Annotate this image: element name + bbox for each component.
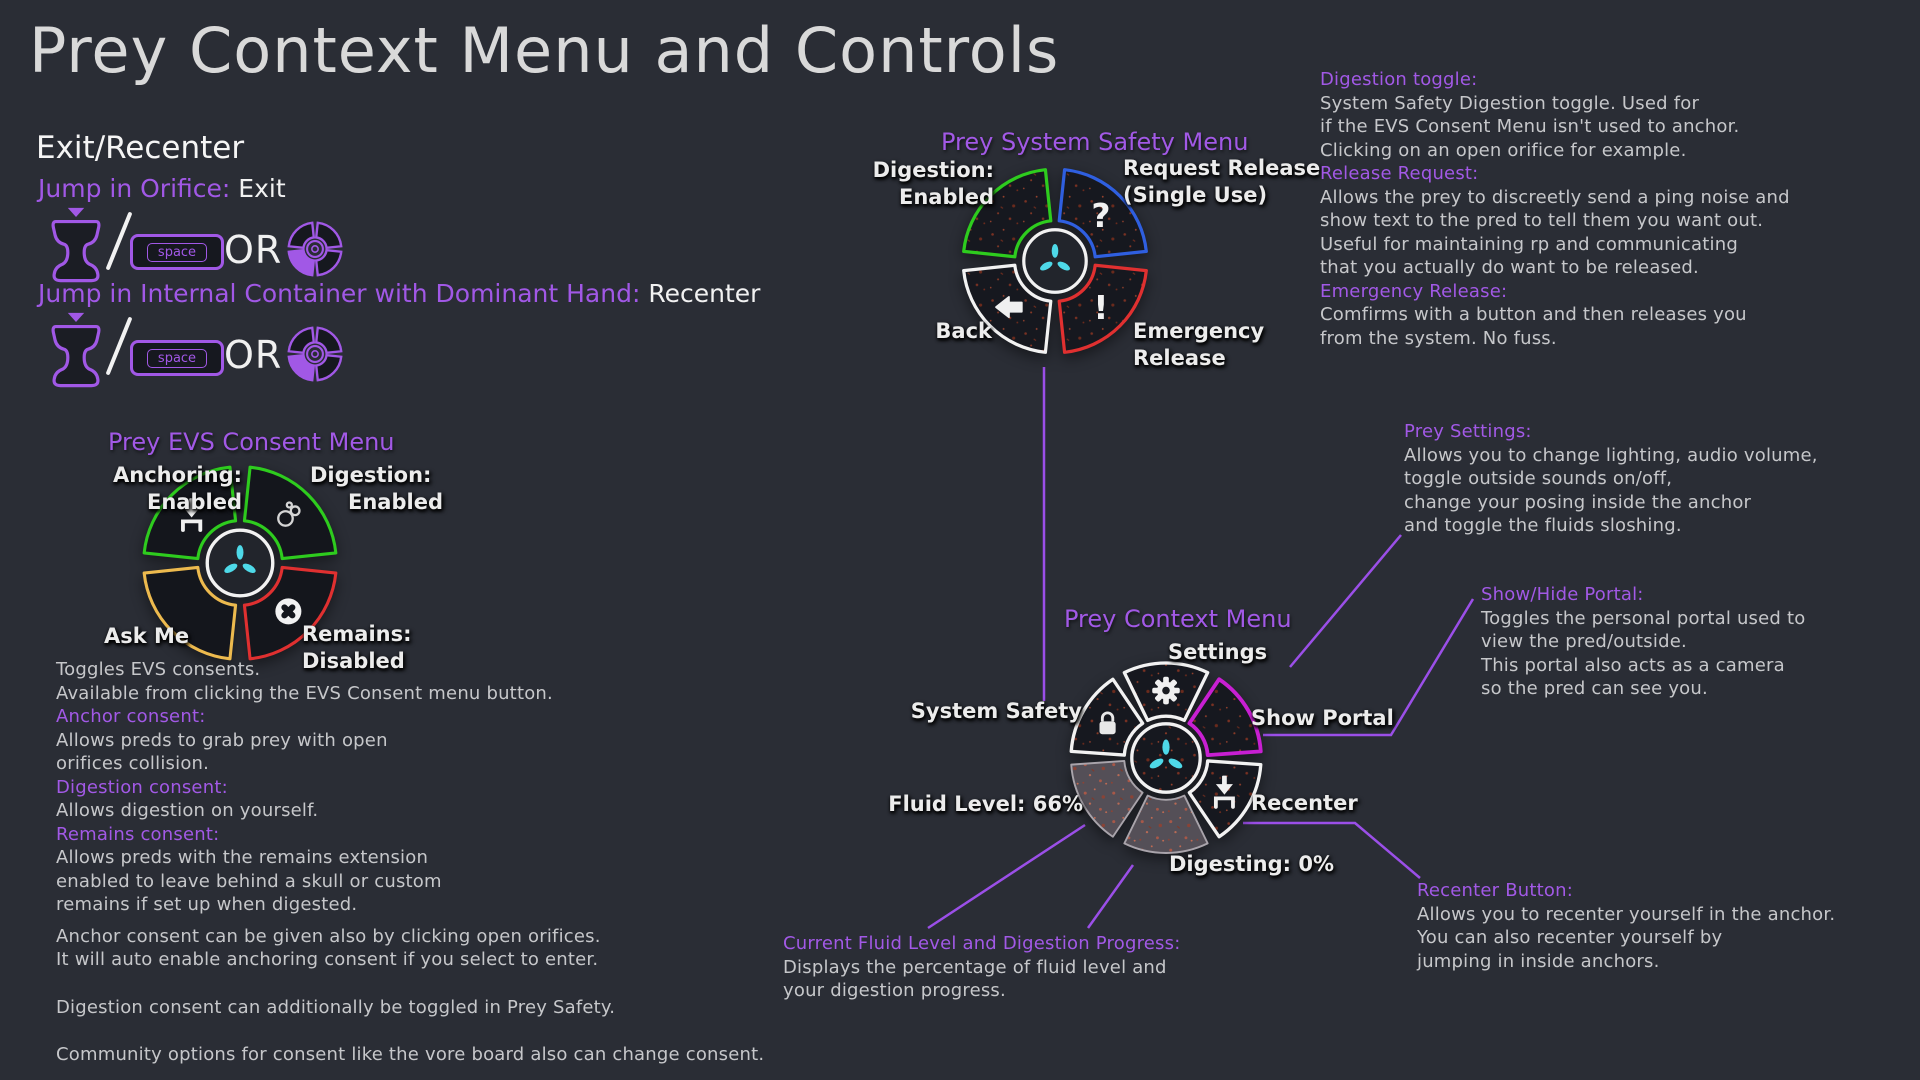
evs-menu-title: Prey EVS Consent Menu	[108, 428, 395, 456]
radial-menu-icon	[287, 326, 343, 382]
lock-icon	[1099, 711, 1116, 735]
recenter-icon	[1213, 775, 1235, 809]
context-segment-fluid[interactable]	[1070, 759, 1144, 838]
slash-divider	[105, 316, 133, 376]
triskelion-core-icon	[1149, 739, 1183, 769]
bubbles-icon	[277, 501, 301, 527]
evs-segment-ask[interactable]	[142, 565, 238, 661]
jump-orifice-label: Jump in Orifice:	[38, 174, 231, 203]
page-title: Prey Context Menu and Controls	[29, 14, 1060, 87]
context-segment-system-safety[interactable]	[1069, 677, 1145, 757]
prey-context-menu	[1069, 661, 1263, 854]
space-key: space	[130, 234, 224, 270]
context-show-portal-label: Show Portal	[1251, 706, 1394, 730]
exit-recenter-heading: Exit/Recenter	[36, 130, 245, 166]
evs-remains-label: Remains: Disabled	[302, 622, 412, 673]
safety-menu-title: Prey System Safety Menu	[941, 128, 1249, 156]
space-key: space	[130, 340, 224, 376]
space-key-label: space	[146, 348, 208, 368]
jump-input-icon	[51, 312, 101, 388]
jump-orifice-line: Jump in Orifice: Exit	[38, 174, 286, 203]
gear-icon	[1152, 676, 1180, 705]
context-system-safety-label: System Safety	[910, 699, 1082, 723]
x-circle-icon	[275, 598, 302, 625]
connector-settings	[1289, 534, 1402, 668]
evs-digestion-label: Digestion: Enabled	[310, 463, 443, 514]
space-key-label: space	[146, 242, 208, 262]
safety-menu-center	[1022, 228, 1088, 294]
slash-divider	[105, 211, 133, 271]
context-menu-title: Prey Context Menu	[1064, 605, 1292, 633]
safety-segment-emergency-release[interactable]	[1057, 263, 1148, 354]
safety-emergency-label: Emergency Release	[1133, 319, 1265, 370]
recenter-note: Recenter Button: Allows you to recenter …	[1417, 880, 1836, 972]
portal-note: Show/Hide Portal: Toggles the personal p…	[1481, 584, 1806, 699]
context-menu-center	[1130, 722, 1202, 794]
context-settings-label: Settings	[1168, 640, 1268, 664]
context-recenter-label: Recenter	[1251, 791, 1358, 815]
settings-note: Prey Settings: Allows you to change ligh…	[1404, 421, 1818, 536]
radial-menu-icon	[287, 221, 343, 277]
jump-container-label: Jump in Internal Container with Dominant…	[38, 279, 641, 308]
jump-container-line: Jump in Internal Container with Dominant…	[38, 279, 760, 308]
triskelion-core-icon	[1040, 244, 1070, 271]
safety-segment-digestion[interactable]	[962, 168, 1053, 259]
triskelion-core-icon	[224, 545, 256, 573]
or-text-2: OR	[224, 333, 283, 377]
system-safety-menu: ? !	[962, 168, 1148, 354]
landing-arrow-icon	[181, 498, 203, 532]
safety-notes: Digestion toggle: System Safety Digestio…	[1320, 69, 1790, 349]
evs-anchoring-label: Anchoring: Enabled	[113, 463, 242, 514]
context-segment-show-portal[interactable]	[1187, 677, 1263, 757]
safety-back-label: Back	[935, 319, 992, 343]
safety-segment-request-release[interactable]	[1057, 168, 1148, 259]
evs-consent-menu	[142, 465, 338, 661]
evs-ask-label: Ask Me	[104, 624, 190, 648]
back-arrow-icon	[995, 296, 1023, 319]
or-text-1: OR	[224, 228, 283, 272]
safety-digestion-label: Digestion: Enabled	[872, 158, 994, 209]
jump-orifice-value: Exit	[238, 174, 286, 203]
evs-notes: Toggles EVS consents. Available from cli…	[56, 659, 765, 1065]
safety-request-label: Request Release (Single Use)	[1123, 156, 1321, 207]
jump-container-value: Recenter	[648, 279, 761, 308]
exclamation-icon: !	[1093, 288, 1108, 327]
jump-input-icon	[51, 207, 101, 283]
fluid-note: Current Fluid Level and Digestion Progre…	[783, 933, 1181, 1001]
question-mark-icon: ?	[1091, 196, 1110, 235]
context-digesting-label: Digesting: 0%	[1169, 852, 1334, 876]
evs-menu-center	[205, 528, 275, 598]
context-segment-digesting[interactable]	[1123, 794, 1209, 854]
connector-fluid-b	[1086, 864, 1135, 929]
context-fluid-label: Fluid Level: 66%	[888, 792, 1083, 816]
